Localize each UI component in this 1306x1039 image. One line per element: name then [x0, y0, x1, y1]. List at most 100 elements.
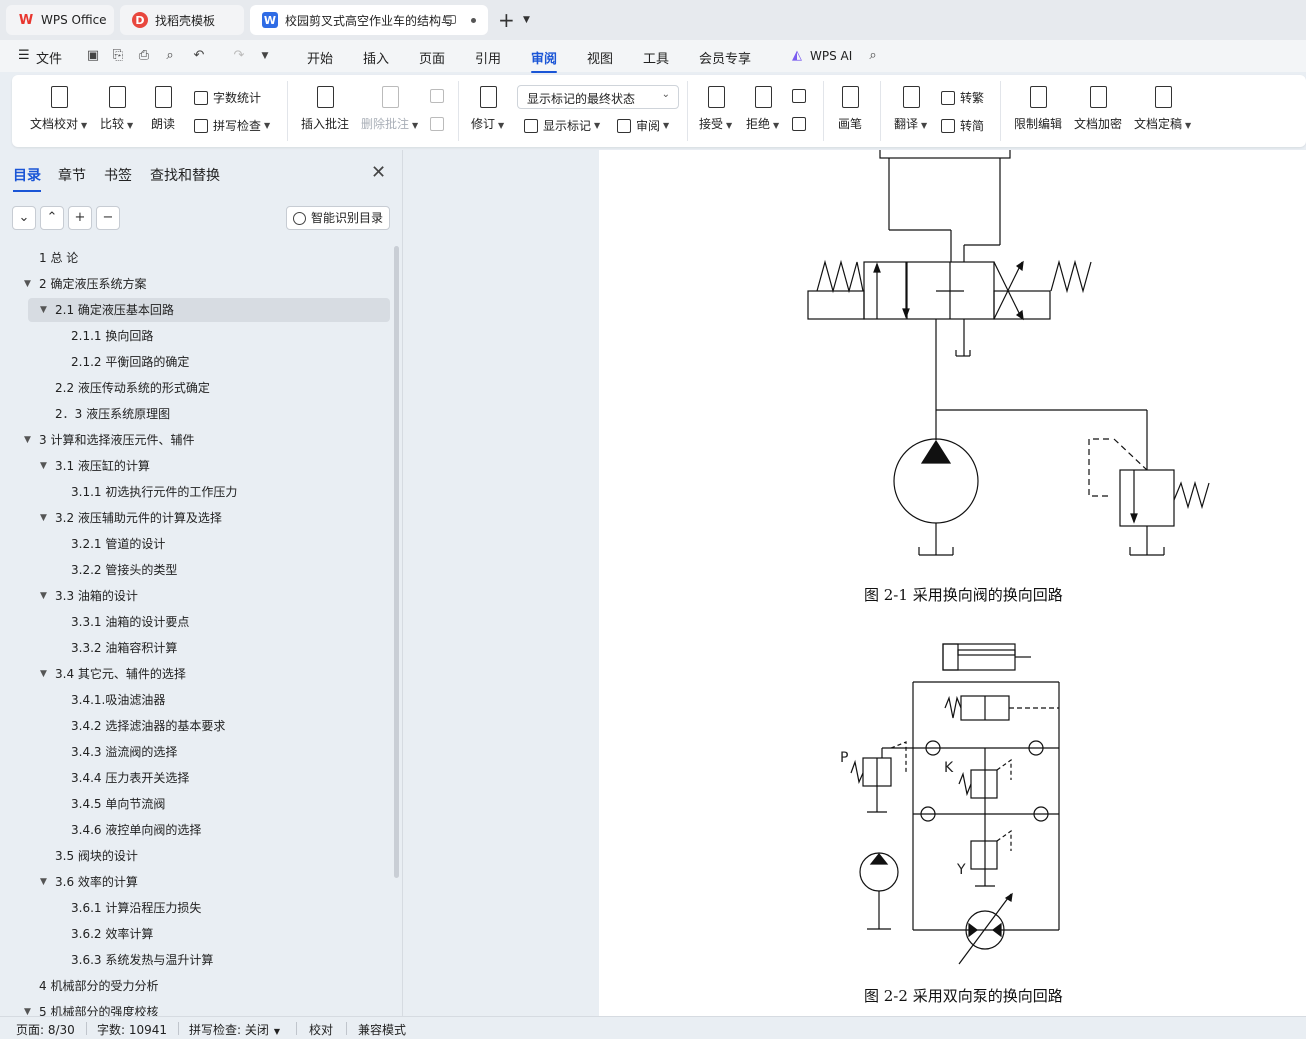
- expand-down-button[interactable]: ⌄: [12, 206, 36, 230]
- print-icon[interactable]: ⎙: [138, 48, 150, 63]
- markup-state-select[interactable]: 显示标记的最终状态⌄: [517, 85, 679, 109]
- translate-button[interactable]: 翻译▼: [894, 85, 927, 132]
- proofread-status[interactable]: 校对: [309, 1023, 334, 1037]
- add-heading-button[interactable]: +: [68, 206, 92, 230]
- menu-wps-ai[interactable]: WPS AI: [810, 49, 853, 63]
- expand-triangle-icon[interactable]: ▼: [40, 305, 47, 315]
- menu-page[interactable]: 页面: [419, 52, 446, 67]
- toc-item[interactable]: ▼3.3 油箱的设计: [28, 584, 390, 608]
- review-pane-button[interactable]: 审阅▼: [617, 117, 669, 134]
- reject-button[interactable]: 拒绝▼: [746, 85, 779, 132]
- toc-item[interactable]: 3.6.2 效率计算: [28, 922, 390, 946]
- next-comment-button[interactable]: [430, 117, 449, 131]
- close-tab-icon[interactable]: [471, 18, 476, 23]
- pen-button[interactable]: 画笔: [838, 85, 862, 132]
- toc-item[interactable]: ▼3 计算和选择液压元件、辅件: [24, 428, 390, 452]
- close-icon[interactable]: ✕: [371, 162, 387, 183]
- toc-item[interactable]: 3.4.2 选择滤油器的基本要求: [28, 714, 390, 738]
- scrollbar-thumb[interactable]: [394, 246, 399, 878]
- restrict-edit-button[interactable]: 限制编辑: [1014, 85, 1062, 132]
- toc-item[interactable]: 2.1.1 换向回路: [28, 324, 390, 348]
- new-tab-plus-icon[interactable]: +: [498, 8, 515, 32]
- toc-item[interactable]: ▼3.6 效率的计算: [28, 870, 390, 894]
- menu-review[interactable]: 审阅: [531, 48, 558, 73]
- share-icon[interactable]: ⎘: [112, 48, 124, 63]
- spell-check-status[interactable]: 拼写检查: 关闭▼: [189, 1023, 281, 1037]
- encrypt-doc-button[interactable]: 文档加密: [1074, 85, 1122, 132]
- finalize-doc-button[interactable]: 文档定稿▼: [1134, 85, 1191, 132]
- monitor-icon[interactable]: [445, 15, 456, 24]
- tab-document[interactable]: W 校园剪叉式高空作业车的结构与: [250, 5, 488, 35]
- undo-icon[interactable]: ↶: [193, 48, 205, 63]
- remove-heading-button[interactable]: −: [96, 206, 120, 230]
- hamburger-icon[interactable]: ☰: [18, 48, 30, 63]
- menu-home[interactable]: 开始: [307, 52, 334, 67]
- word-count-button[interactable]: 字数统计: [194, 89, 261, 106]
- to-simplified-button[interactable]: 转简: [941, 117, 984, 134]
- toc-item[interactable]: ▼3.2 液压辅助元件的计算及选择: [28, 506, 390, 530]
- delete-comment-button[interactable]: 删除批注▼: [361, 85, 418, 132]
- save-icon[interactable]: ▣: [86, 48, 100, 63]
- page-count[interactable]: 页面: 8/30: [16, 1023, 75, 1037]
- more-chevron-icon[interactable]: ▼: [261, 51, 269, 61]
- document-page[interactable]: 图 2-1 采用换向阀的换向回路: [599, 150, 1306, 1016]
- nav-tab-bookmarks[interactable]: 书签: [104, 168, 132, 184]
- word-count[interactable]: 字数: 10941: [97, 1023, 168, 1037]
- toc-item[interactable]: 3.4.5 单向节流阀: [28, 792, 390, 816]
- toc-item[interactable]: 3.2.1 管道的设计: [28, 532, 390, 556]
- accept-button[interactable]: 接受▼: [699, 85, 732, 132]
- expand-triangle-icon[interactable]: ▼: [40, 877, 47, 887]
- toc-item[interactable]: 4 机械部分的受力分析: [28, 974, 390, 998]
- expand-triangle-icon[interactable]: ▼: [40, 591, 47, 601]
- insert-comment-button[interactable]: 插入批注: [301, 85, 349, 132]
- toc-item[interactable]: 3.6.1 计算沿程压力损失: [28, 896, 390, 920]
- to-traditional-button[interactable]: 转繁: [941, 89, 984, 106]
- menu-tools[interactable]: 工具: [643, 52, 670, 67]
- expand-triangle-icon[interactable]: ▼: [24, 1007, 31, 1017]
- toc-item[interactable]: 3.5 阀块的设计: [28, 844, 390, 868]
- spell-check-button[interactable]: 拼写检查▼: [194, 117, 270, 134]
- toc-item[interactable]: 3.3.2 油箱容积计算: [28, 636, 390, 660]
- redo-icon[interactable]: ↷: [233, 48, 245, 63]
- expand-triangle-icon[interactable]: ▼: [40, 669, 47, 679]
- toc-item[interactable]: ▼3.4 其它元、辅件的选择: [28, 662, 390, 686]
- toc-item[interactable]: 3.4.6 液控单向阀的选择: [28, 818, 390, 842]
- menu-file[interactable]: 文件: [36, 52, 63, 67]
- toc-item[interactable]: 2.1.2 平衡回路的确定: [28, 350, 390, 374]
- nav-tab-toc[interactable]: 目录: [13, 165, 41, 192]
- nav-tab-sections[interactable]: 章节: [58, 168, 86, 184]
- collapse-up-button[interactable]: ⌃: [40, 206, 64, 230]
- search-icon[interactable]: ⌕: [869, 48, 877, 63]
- prev-comment-button[interactable]: [430, 89, 449, 103]
- menu-references[interactable]: 引用: [475, 52, 502, 67]
- menu-insert[interactable]: 插入: [363, 52, 390, 67]
- prev-change-button[interactable]: [792, 89, 811, 103]
- expand-triangle-icon[interactable]: ▼: [40, 513, 47, 523]
- doc-check-button[interactable]: 文档校对▼: [30, 85, 87, 132]
- menu-member[interactable]: 会员专享: [699, 52, 752, 67]
- tab-docer-templates[interactable]: D 找稻壳模板: [120, 5, 244, 35]
- nav-tab-find-replace[interactable]: 查找和替换: [150, 168, 220, 184]
- toc-item[interactable]: ▼2 确定液压系统方案: [24, 272, 390, 296]
- toc-item[interactable]: 3.6.3 系统发热与温升计算: [28, 948, 390, 972]
- toc-item[interactable]: 3.3.1 油箱的设计要点: [28, 610, 390, 634]
- toc-item[interactable]: 3.4.4 压力表开关选择: [28, 766, 390, 790]
- expand-triangle-icon[interactable]: ▼: [24, 435, 31, 445]
- toc-item[interactable]: 3.4.1.吸油滤油器: [28, 688, 390, 712]
- toc-item[interactable]: 1 总 论: [28, 246, 390, 270]
- toc-item[interactable]: 3.2.2 管接头的类型: [28, 558, 390, 582]
- smart-toc-button[interactable]: 智能识别目录: [286, 206, 390, 230]
- expand-triangle-icon[interactable]: ▼: [24, 279, 31, 289]
- expand-triangle-icon[interactable]: ▼: [40, 461, 47, 471]
- toc-item[interactable]: ▼5 机械部分的强度校核: [24, 1000, 390, 1024]
- chevron-down-icon[interactable]: ▼: [523, 15, 530, 25]
- toc-item[interactable]: ▼2.1 确定液压基本回路: [28, 298, 390, 322]
- show-markup-button[interactable]: 显示标记▼: [524, 117, 600, 134]
- print-preview-icon[interactable]: ⌕: [166, 48, 174, 63]
- wps-ai-icon[interactable]: ◭: [792, 48, 802, 63]
- toc-item[interactable]: ▼3.1 液压缸的计算: [28, 454, 390, 478]
- next-change-button[interactable]: [792, 117, 811, 131]
- toc-item[interactable]: 2．3 液压系统原理图: [28, 402, 390, 426]
- track-changes-button[interactable]: 修订▼: [471, 85, 504, 132]
- tab-wps-office[interactable]: W WPS Office: [6, 5, 114, 35]
